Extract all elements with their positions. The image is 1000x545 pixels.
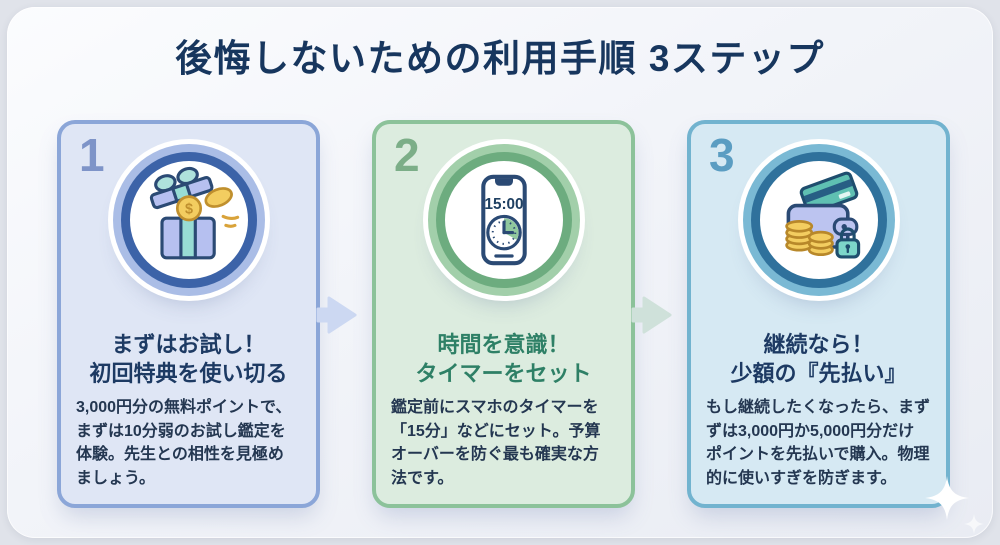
- step-3-body-line: もし継続したくなったら、まず: [706, 399, 931, 416]
- step-1-body-line: まずは10分弱のお試し鑑定を: [76, 422, 286, 440]
- step-1-body-line: 3,000円分の無料ポイントで、: [76, 399, 292, 416]
- step-2-body-line: オーバーを防ぐ最も確実な方: [391, 446, 599, 464]
- step-1-number: 1: [79, 129, 105, 181]
- wallet-icon: [784, 171, 860, 259]
- step-3-title: 継続なら！ 少額の『先払い』: [691, 330, 946, 388]
- step-3-icon-circle: [750, 152, 887, 288]
- sparkle-icon: [925, 476, 969, 520]
- coin-dollar-symbol: $: [184, 202, 192, 218]
- arrow-right-icon-2: [631, 296, 672, 334]
- step-card-3: 3: [687, 120, 950, 508]
- step-3-body-line: 的に使いすぎを防ぎます。: [706, 469, 897, 487]
- step-3-number: 3: [709, 129, 735, 181]
- step-1-title-line-2: 初回特典を使い切る: [89, 361, 288, 387]
- step-3-body-line: ずは3,000円か5,000円分だけ: [706, 422, 915, 440]
- step-2-body-line: 「15分」などにセット。予算: [391, 422, 601, 440]
- step-card-1: 1 $ まずはお試し！ 初回特典を使い切る: [57, 120, 320, 508]
- step-1-icon-circle: $: [120, 152, 257, 288]
- step-2-number: 2: [394, 129, 420, 181]
- page-title: 後悔しないための利用手順 3ステップ: [175, 38, 825, 79]
- step-card-2: 2 15:00 時間を意識！ タイマーをセット 鑑定前にスマホのタイマーを 「1…: [372, 120, 635, 508]
- phone-timer-display: 15:00: [484, 196, 523, 213]
- sparkle-icon-small: [964, 514, 984, 534]
- step-1-title: まずはお試し！ 初回特典を使い切る: [61, 330, 316, 388]
- step-1-body-line: ましょう。: [76, 469, 156, 487]
- phone-timer-icon: 15:00: [480, 174, 527, 266]
- step-2-description: 鑑定前にスマホのタイマーを 「15分」などにセット。予算 オーバーを防ぐ最も確実…: [391, 396, 621, 490]
- gift-icon: $: [149, 166, 239, 260]
- step-3-title-line-2: 少額の『先払い』: [730, 361, 907, 387]
- arrow-right-icon-1: [316, 296, 357, 334]
- step-2-icon-circle: 15:00: [435, 152, 572, 288]
- step-2-title: 時間を意識！ タイマーをセット: [376, 330, 631, 388]
- step-3-description: もし継続したくなったら、まず ずは3,000円か5,000円分だけ ポイントを先…: [706, 396, 936, 490]
- step-2-title-line-2: タイマーをセット: [415, 361, 592, 387]
- step-3-body-line: ポイントを先払いで購入。物理: [706, 446, 930, 464]
- step-2-body-line: 法です。: [391, 469, 454, 487]
- step-2-title-line-1: 時間を意識！: [437, 332, 570, 357]
- step-1-body-line: 体験。先生との相性を見極め: [76, 446, 284, 464]
- step-1-title-line-1: まずはお試し！: [111, 332, 266, 357]
- step-1-description: 3,000円分の無料ポイントで、 まずは10分弱のお試し鑑定を 体験。先生との相…: [76, 396, 306, 490]
- step-2-body-line: 鑑定前にスマホのタイマーを: [391, 399, 599, 416]
- step-3-title-line-1: 継続なら！: [763, 332, 874, 357]
- lock-icon: [834, 227, 860, 259]
